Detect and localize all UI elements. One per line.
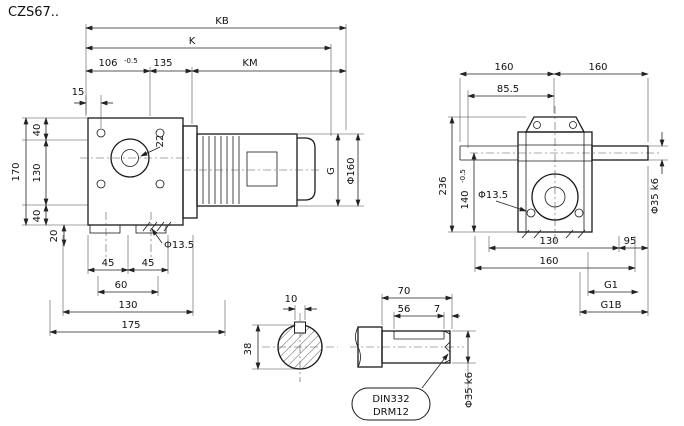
- rear-view: 160 160 85.5 236 140 -0.5 Φ13.5 130 95 1…: [438, 62, 668, 316]
- dim-170: 170: [11, 162, 22, 181]
- dim-130-bottom: 130: [118, 300, 137, 311]
- dim-g1b: G1B: [601, 300, 622, 311]
- dim-130-left: 130: [32, 163, 43, 182]
- dim-45-right: 45: [142, 258, 155, 269]
- dim-7: 7: [434, 304, 440, 315]
- dim-236: 236: [438, 176, 449, 195]
- dim-135: 135: [153, 58, 172, 69]
- dim-hole-13-5-rear: Φ13.5: [478, 190, 508, 201]
- dim-106: 106: [98, 58, 117, 69]
- side-view: KB K 106 -0.5 135 KM 15 170 40 130 40 20: [11, 16, 364, 336]
- dim-hole-13-5: Φ13.5: [164, 240, 194, 251]
- dim-shaft-35k6-rear: Φ35 k6: [650, 178, 661, 214]
- dim-40-top: 40: [32, 124, 43, 137]
- dim-160-right: 160: [588, 62, 607, 73]
- dim-175: 175: [121, 320, 140, 331]
- drawing-title: CZS67..: [8, 5, 59, 20]
- dim-g: G: [326, 167, 337, 175]
- dim-20: 20: [49, 230, 60, 243]
- dim-106-tolerance: -0.5: [124, 57, 138, 65]
- dim-shaft-35k6-detail: Φ35 k6: [464, 372, 475, 408]
- dim-60: 60: [115, 280, 128, 291]
- dim-k: K: [189, 36, 196, 47]
- dim-160-bottom: 160: [539, 256, 558, 267]
- dim-kb: KB: [215, 16, 229, 27]
- dim-45-left: 45: [102, 258, 115, 269]
- dim-140: 140: [460, 190, 471, 209]
- dim-95: 95: [624, 236, 637, 247]
- note-din332: DIN332: [372, 394, 409, 405]
- dim-15: 15: [72, 87, 85, 98]
- dim-40-bottom: 40: [32, 210, 43, 223]
- dim-g1: G1: [604, 280, 618, 291]
- dim-70: 70: [398, 286, 411, 297]
- dim-38: 38: [243, 343, 254, 356]
- note-drm12: DRM12: [373, 407, 409, 418]
- dim-160-left: 160: [494, 62, 513, 73]
- dim-flange-160: Φ160: [346, 158, 357, 185]
- dim-85-5: 85.5: [497, 84, 519, 95]
- dim-10: 10: [285, 294, 298, 305]
- dim-130-rear: 130: [539, 236, 558, 247]
- dim-km: KM: [242, 58, 257, 69]
- dim-22: 22: [155, 135, 166, 148]
- dim-140-tolerance: -0.5: [459, 169, 467, 183]
- shaft-section-view: 10 38: [243, 294, 338, 382]
- shaft-detail-view: 70 56 7 Φ35 k6 DIN332 DRM12: [350, 286, 476, 421]
- dim-56: 56: [398, 304, 411, 315]
